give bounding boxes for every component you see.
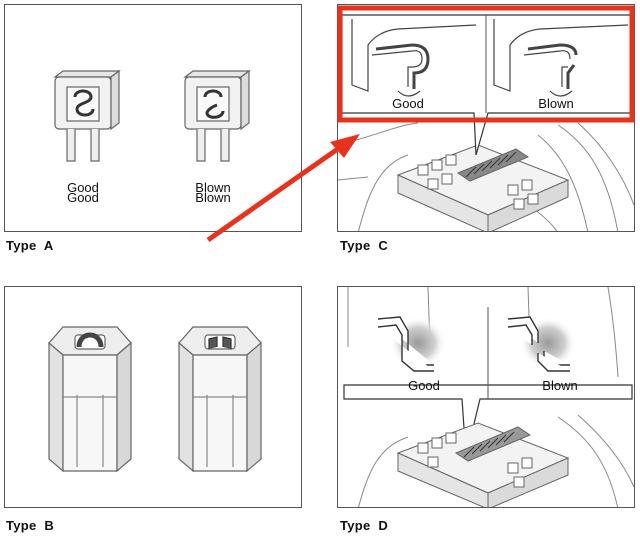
type-d-good-link xyxy=(377,316,434,372)
type-c-blown-label: Blown xyxy=(538,96,574,111)
type-a-good-fuse xyxy=(53,69,121,162)
type-c-good-label: Good xyxy=(392,96,424,111)
type-b-label: Type B xyxy=(6,518,55,533)
type-b-good-fuse xyxy=(48,326,132,473)
type-a-fuse-illustration xyxy=(53,69,251,162)
type-a-label: Type A xyxy=(6,238,54,253)
type-d-label: Type D xyxy=(340,518,389,533)
fuse-box-d xyxy=(396,422,570,507)
type-a-good-label: Good xyxy=(67,180,99,195)
type-b-fuse-illustration xyxy=(48,326,262,473)
fuse-box xyxy=(396,144,570,231)
type-d-blown-label: Blown xyxy=(542,378,578,393)
panel-type-d xyxy=(337,286,635,508)
panel-type-b xyxy=(4,286,302,508)
type-d-good-label: Good xyxy=(408,378,440,393)
type-a-blown-fuse xyxy=(183,69,251,162)
type-b-blown-fuse xyxy=(178,326,262,473)
type-b-good-label: Good xyxy=(67,190,99,205)
type-c-fuse-box-illustration xyxy=(338,14,634,231)
panel-type-a xyxy=(4,4,302,232)
panel-type-c xyxy=(337,4,635,232)
type-c-label: Type C xyxy=(340,238,389,253)
type-b-blown-label: Blown xyxy=(195,190,231,205)
type-d-blown-link xyxy=(507,316,570,372)
type-d-fuse-box-illustration xyxy=(343,287,634,507)
